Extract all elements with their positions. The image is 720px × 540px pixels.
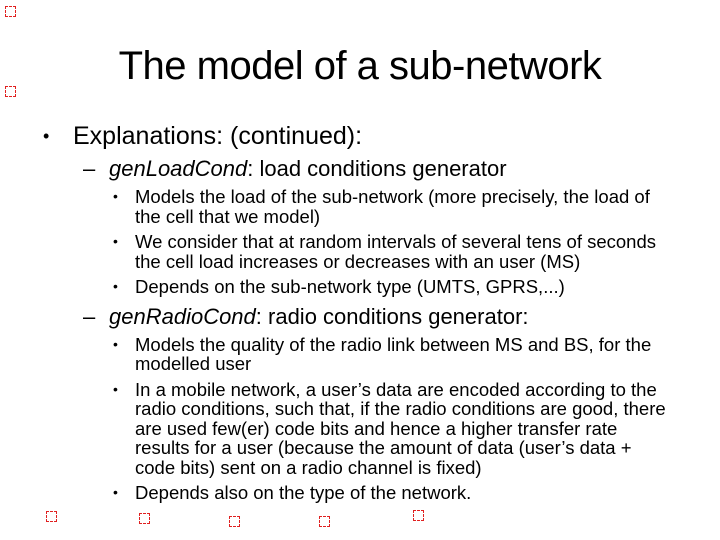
sub-bullet-text: Depends on the sub-network type (UMTS, G… bbox=[135, 276, 565, 297]
bullet-text: Explanations: (continued): bbox=[73, 122, 363, 150]
sub-bullet-item: • Models the quality of the radio link b… bbox=[113, 333, 695, 374]
bullet-icon: • bbox=[113, 380, 118, 397]
bullet-item-explanations: • Explanations: (continued): bbox=[35, 122, 695, 151]
sub-bullet-item: • Depends on the sub-network type (UMTS,… bbox=[113, 277, 695, 297]
red-dash-marker bbox=[5, 6, 16, 17]
sub-bullet-text: Models the load of the sub-network (more… bbox=[135, 186, 650, 227]
red-dash-marker bbox=[413, 510, 424, 521]
dash-text: genRadioCond: radio conditions generator… bbox=[109, 304, 529, 330]
dash-item-genloadcond: – genLoadCond: load conditions generator bbox=[83, 156, 695, 182]
dash-item-genradiocond: – genRadioCond: radio conditions generat… bbox=[83, 304, 695, 330]
sub-bullet-item: • Depends also on the type of the networ… bbox=[113, 483, 695, 503]
dash-text: genLoadCond: load conditions generator bbox=[109, 156, 507, 182]
red-dash-marker bbox=[139, 513, 150, 524]
term-desc: : radio conditions generator: bbox=[255, 303, 529, 329]
dash-icon: – bbox=[83, 303, 96, 329]
red-dash-marker bbox=[229, 516, 240, 527]
term-genloadcond: genLoadCond bbox=[109, 156, 248, 181]
red-dash-marker bbox=[46, 511, 57, 522]
term-desc: : load conditions generator bbox=[247, 156, 507, 181]
term-genradiocond: genRadioCond bbox=[109, 303, 256, 329]
bullet-icon: • bbox=[113, 484, 118, 500]
slide-title: The model of a sub-network bbox=[118, 44, 602, 88]
sub-bullet-text: Depends also on the type of the network. bbox=[135, 482, 472, 503]
dash-icon: – bbox=[83, 156, 96, 181]
red-dash-marker bbox=[319, 516, 330, 527]
sub-bullet-text: Models the quality of the radio link bet… bbox=[135, 333, 652, 374]
sub-bullet-text: In a mobile network, a user’s data are e… bbox=[135, 378, 666, 478]
sub-bullet-item: • We consider that at random intervals o… bbox=[113, 232, 695, 271]
bullet-icon: • bbox=[113, 233, 118, 249]
sub-bullet-text: We consider that at random intervals of … bbox=[135, 231, 657, 272]
bullet-icon: • bbox=[43, 126, 50, 146]
bullet-icon: • bbox=[113, 335, 118, 352]
sub-bullet-item: • In a mobile network, a user’s data are… bbox=[113, 378, 695, 478]
slide-body: • Explanations: (continued): – genLoadCo… bbox=[35, 122, 695, 509]
sub-bullet-item: • Models the load of the sub-network (mo… bbox=[113, 187, 695, 226]
red-dash-marker bbox=[5, 86, 16, 97]
bullet-icon: • bbox=[113, 278, 118, 294]
bullet-icon: • bbox=[113, 188, 118, 204]
